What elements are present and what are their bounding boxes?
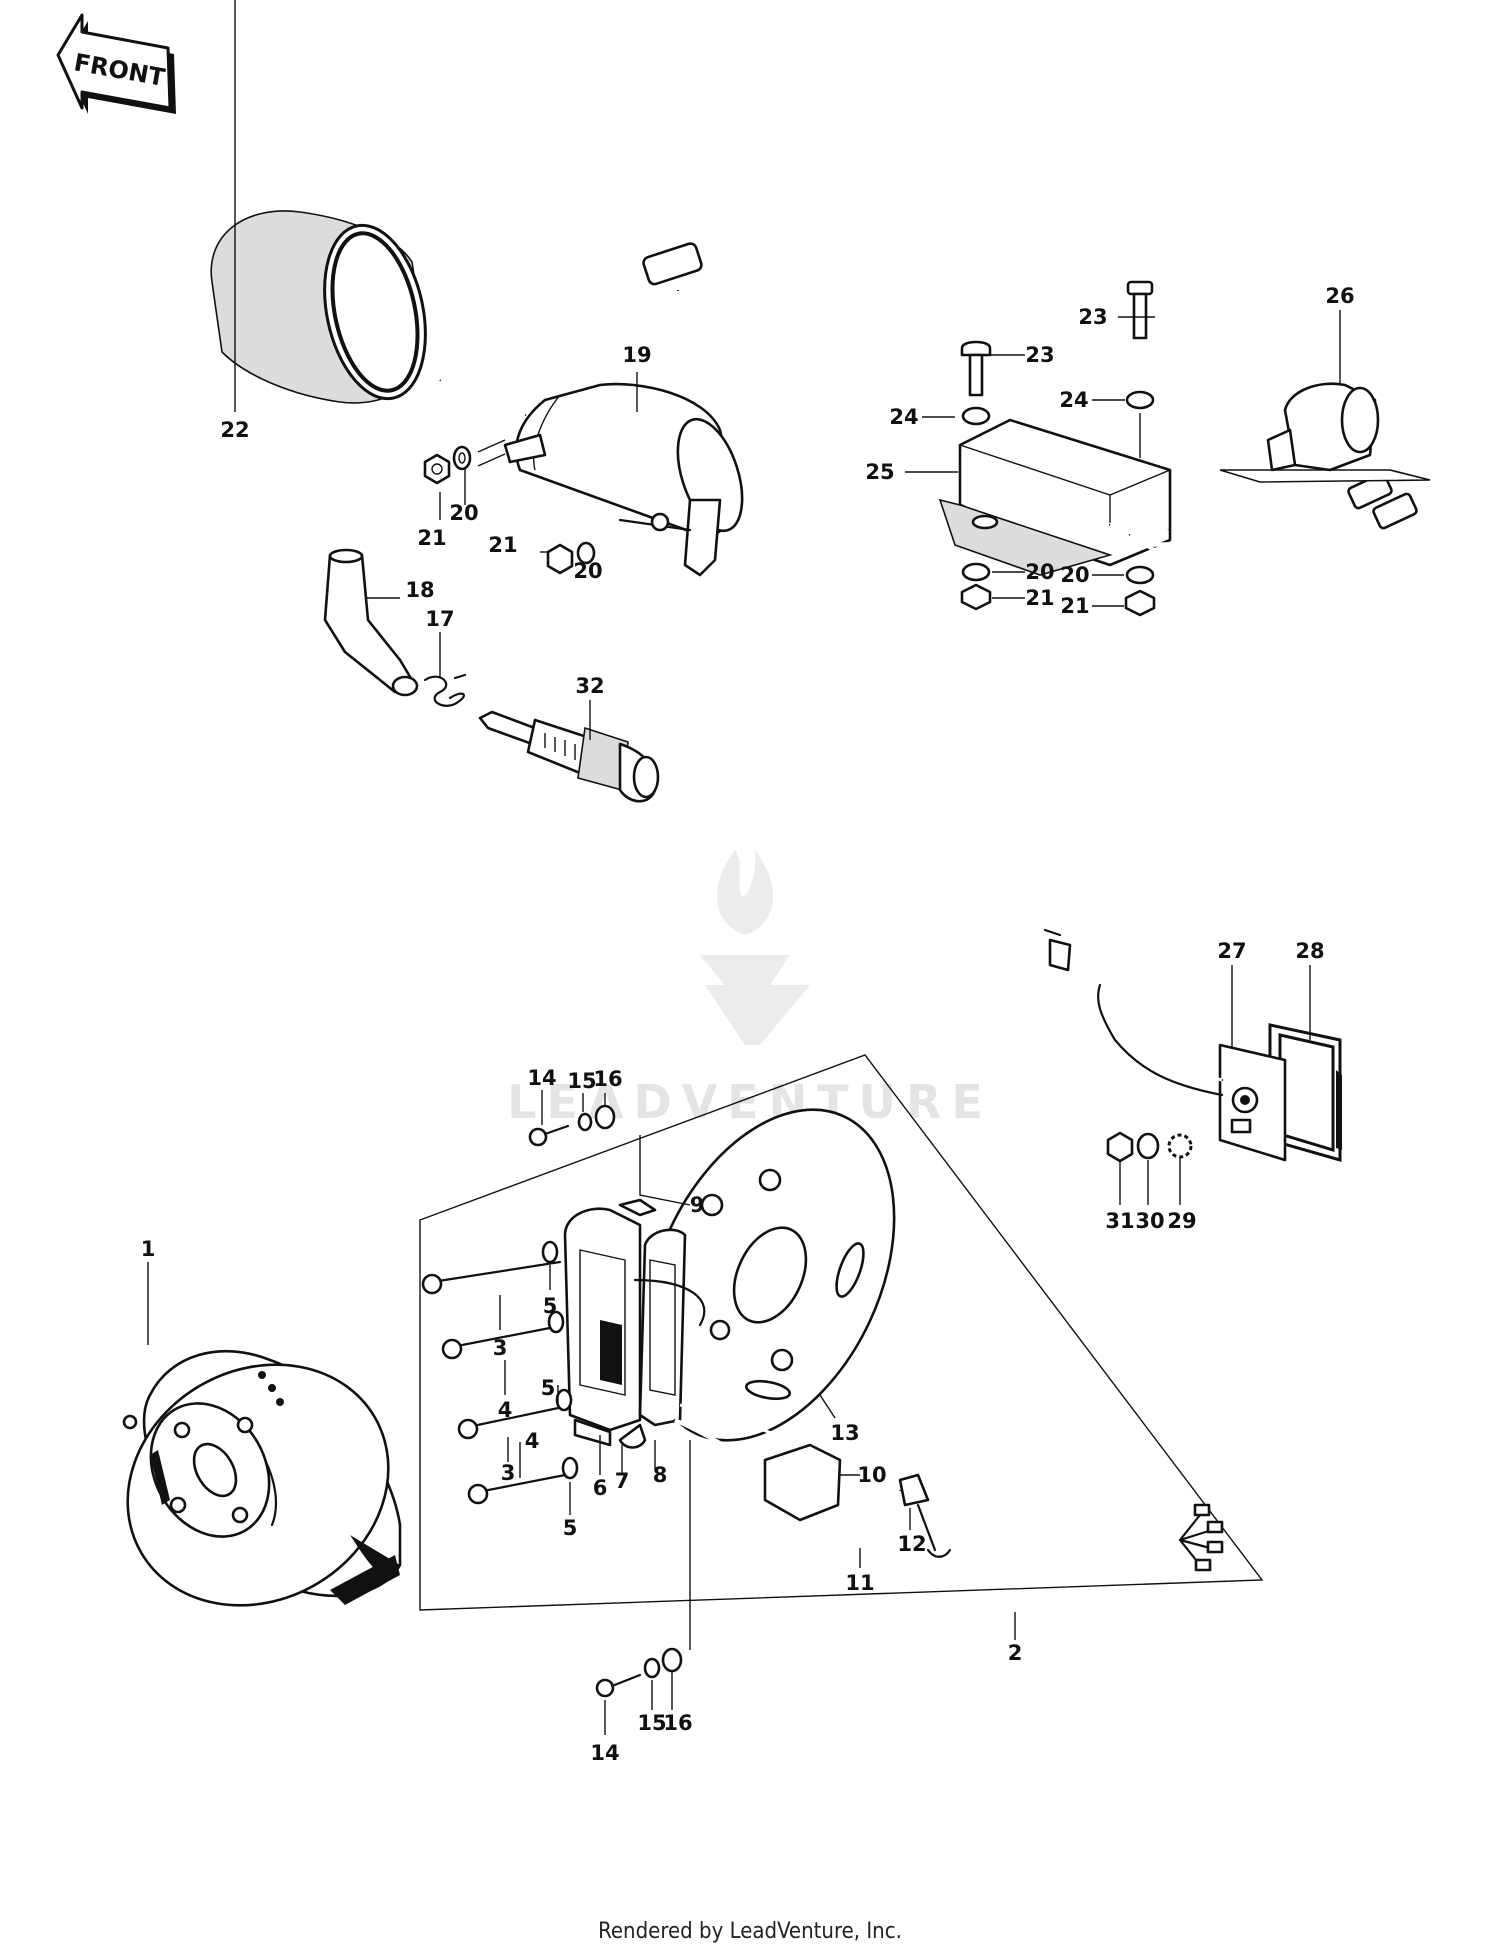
screws-3-4-washers-5: [421, 1240, 836, 1515]
callout-5: 5: [541, 1376, 556, 1400]
callout-20: 20: [573, 559, 602, 583]
callout-26: 26: [1325, 284, 1354, 308]
callout-8: 8: [653, 1463, 668, 1487]
callout-32: 32: [575, 674, 604, 698]
watermark: LEADVENTURE: [507, 850, 983, 1129]
callout-22: 22: [220, 418, 249, 442]
callout-31: 31: [1105, 1209, 1134, 1233]
callout-28: 28: [1295, 939, 1324, 963]
callout-3: 3: [493, 1336, 508, 1360]
callout-18: 18: [405, 578, 434, 602]
callout-7: 7: [615, 1469, 630, 1493]
callout-12: 12: [897, 1532, 926, 1556]
part-1-flywheel: [122, 1262, 402, 1607]
callout-24: 24: [1059, 388, 1088, 412]
callout-29: 29: [1167, 1209, 1196, 1233]
part-25-igniter-box: [938, 418, 1418, 576]
callout-6: 6: [593, 1476, 608, 1500]
callout-27: 27: [1217, 939, 1246, 963]
callout-4: 4: [498, 1398, 513, 1422]
watermark-v-icon: [700, 955, 810, 1045]
callout-16: 16: [663, 1711, 692, 1735]
callout-5: 5: [563, 1516, 578, 1540]
callout-20: 20: [449, 501, 478, 525]
part-17-spring: [423, 673, 467, 707]
callout-23: 23: [1025, 343, 1054, 367]
callout-14: 14: [590, 1741, 619, 1765]
hardware-23-24-20-21: [905, 280, 1341, 617]
callout-20: 20: [1025, 560, 1054, 584]
callout-20: 20: [1060, 563, 1089, 587]
callout-1: 1: [141, 1237, 156, 1261]
callout-21: 21: [417, 526, 446, 550]
callout-9: 9: [690, 1193, 705, 1217]
leaders-top-left: [234, 0, 638, 740]
callout-16: 16: [593, 1067, 622, 1091]
footer-credit: Rendered by LeadVenture, Inc.: [598, 1919, 902, 1944]
plug-cable: [337, 410, 527, 557]
part-26-condenser: [1219, 382, 1431, 483]
callout-17: 17: [425, 607, 454, 631]
part-13-stator-plate: [644, 1108, 896, 1442]
callout-19: 19: [622, 343, 651, 367]
callout-21: 21: [1060, 594, 1089, 618]
callout-3: 3: [501, 1461, 516, 1485]
stator-coils: [563, 1198, 706, 1449]
callout-11: 11: [845, 1571, 874, 1595]
part-2-stator-assembly-box: [419, 1054, 1264, 1611]
watermark-flame-icon: [716, 850, 774, 935]
callout-30: 30: [1135, 1209, 1164, 1233]
screws-14-15-16-upper: [528, 1090, 691, 1206]
callout-5: 5: [543, 1294, 558, 1318]
part-32-spark-plug: [478, 710, 660, 803]
callout-15: 15: [637, 1711, 666, 1735]
part-19-ignition-coil: [426, 242, 744, 577]
callout-2: 2: [1008, 1641, 1023, 1665]
part-22-cap: [210, 210, 427, 404]
front-arrow-icon: [56, 13, 172, 110]
callout-4: 4: [525, 1429, 540, 1453]
callout-labels: 22 19 21 20 21 20 18 17 32 23 23 24 24 2…: [141, 284, 1355, 1765]
callout-24: 24: [889, 405, 918, 429]
part-27-28-switch: [1043, 928, 1342, 1205]
callout-23: 23: [1078, 305, 1107, 329]
callout-10: 10: [857, 1463, 886, 1487]
part-18-plug-cap: [323, 548, 419, 697]
callout-25: 25: [865, 460, 894, 484]
callout-21: 21: [1025, 586, 1054, 610]
front-arrow: FRONT: [56, 13, 176, 114]
callout-13: 13: [830, 1421, 859, 1445]
callout-14: 14: [527, 1066, 556, 1090]
wiring-harness: [673, 1403, 1224, 1640]
callout-21: 21: [488, 533, 517, 557]
callout-15: 15: [567, 1069, 596, 1093]
screws-14-15-16-lower: [595, 1440, 691, 1735]
